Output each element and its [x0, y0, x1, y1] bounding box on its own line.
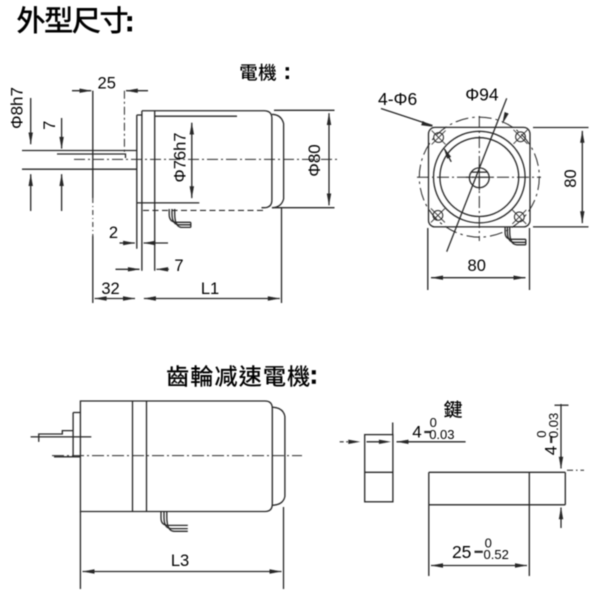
svg-text:2: 2 — [109, 224, 118, 242]
svg-text:L3: L3 — [171, 552, 189, 570]
svg-text:Φ94: Φ94 — [465, 84, 499, 104]
svg-text:L1: L1 — [201, 280, 219, 298]
svg-text:Φ80: Φ80 — [305, 144, 324, 176]
svg-text:0: 0 — [534, 430, 549, 437]
svg-text:Φ8h7: Φ8h7 — [8, 87, 27, 129]
svg-text:0.03: 0.03 — [429, 427, 454, 442]
svg-text:4: 4 — [412, 422, 421, 441]
svg-text:80: 80 — [468, 257, 486, 275]
svg-text:0.52: 0.52 — [484, 547, 509, 562]
svg-text:25: 25 — [452, 542, 471, 562]
svg-text:80: 80 — [562, 169, 580, 187]
svg-text:0.03: 0.03 — [546, 413, 561, 438]
svg-text:25: 25 — [98, 75, 116, 93]
svg-text:0: 0 — [430, 415, 437, 430]
svg-text:7: 7 — [41, 121, 59, 130]
svg-text:0: 0 — [485, 536, 492, 551]
svg-text:7: 7 — [174, 257, 183, 275]
svg-text:4-Φ6: 4-Φ6 — [378, 89, 417, 109]
svg-text:Φ76h7: Φ76h7 — [172, 133, 190, 183]
svg-text:32: 32 — [101, 280, 119, 298]
svg-text:4: 4 — [542, 446, 561, 455]
